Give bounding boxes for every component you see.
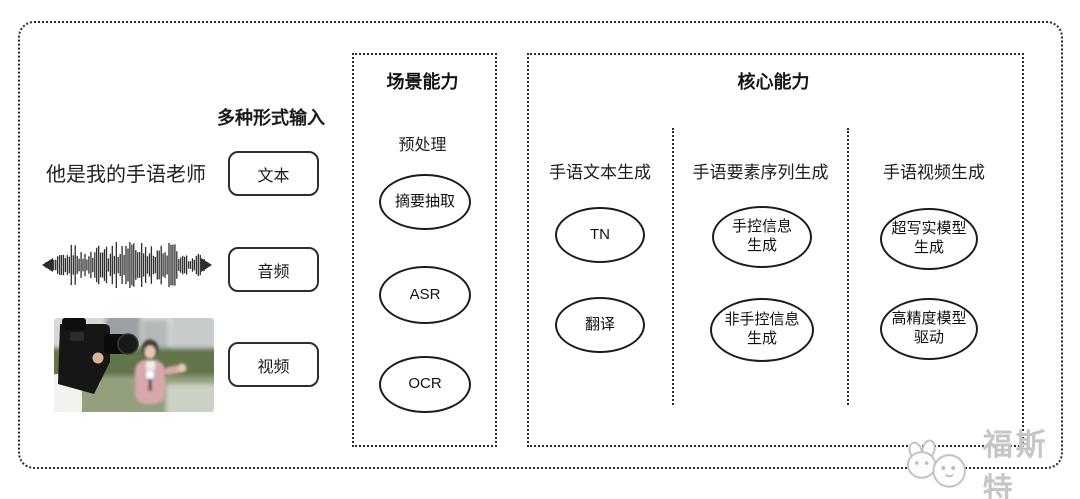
node-label: 非手控信息生成 <box>724 311 800 347</box>
scene-box-title: 场景能力 <box>386 72 459 92</box>
audio-waveform-graphic <box>42 242 212 288</box>
node-non-manual-info-generation: 非手控信息生成 <box>710 298 814 362</box>
node-ocr: OCR <box>379 356 471 413</box>
node-hyperrealistic-model-generation: 超写实模型生成 <box>880 208 978 270</box>
mascot-icon <box>906 439 966 488</box>
core-capability-box <box>527 53 1024 447</box>
node-translation: 翻译 <box>555 297 645 353</box>
input-type-label: 视频 <box>257 358 290 376</box>
column-header-sign-element-sequence-generation: 手语要素序列生成 <box>692 163 829 182</box>
column-header-sign-text-generation: 手语文本生成 <box>549 163 651 182</box>
node-high-precision-model-driving: 高精度模型驱动 <box>880 298 978 360</box>
input-type-box-video: 视频 <box>228 342 319 387</box>
sample-text-sentence: 他是我的手语老师 <box>46 164 206 186</box>
input-type-box-text: 文本 <box>228 151 319 196</box>
input-type-label: 文本 <box>257 167 290 185</box>
node-manual-info-generation: 手控信息生成 <box>712 206 812 268</box>
watermark: 福斯特 <box>902 420 1080 499</box>
node-label: 高精度模型驱动 <box>891 310 967 346</box>
node-label: 手控信息生成 <box>731 218 792 254</box>
column-divider <box>847 128 849 405</box>
node-label: 翻译 <box>584 315 615 333</box>
node-asr: ASR <box>379 266 471 324</box>
preprocessing-label: 预处理 <box>398 137 447 154</box>
outer-dotted-frame <box>18 21 1063 469</box>
core-box-title: 核心能力 <box>737 72 810 92</box>
scene-capability-box <box>352 53 497 447</box>
reporter-photo-illustration <box>54 318 214 412</box>
column-header-sign-video-generation: 手语视频生成 <box>883 163 985 182</box>
node-label: ASR <box>409 285 441 303</box>
column-divider <box>672 128 674 405</box>
input-type-box-audio: 音频 <box>228 247 319 292</box>
video-sample-photo <box>54 318 214 412</box>
node-label: TN <box>590 225 610 243</box>
node-summary-extraction: 摘要抽取 <box>379 174 471 230</box>
node-label: OCR <box>408 375 442 393</box>
node-label: 超写实模型生成 <box>891 220 967 256</box>
node-tn: TN <box>555 207 645 263</box>
node-label: 摘要抽取 <box>394 192 455 210</box>
input-type-label: 音频 <box>257 263 290 281</box>
input-section-header: 多种形式输入 <box>217 108 325 128</box>
watermark-text: 福斯特 <box>982 429 1049 499</box>
